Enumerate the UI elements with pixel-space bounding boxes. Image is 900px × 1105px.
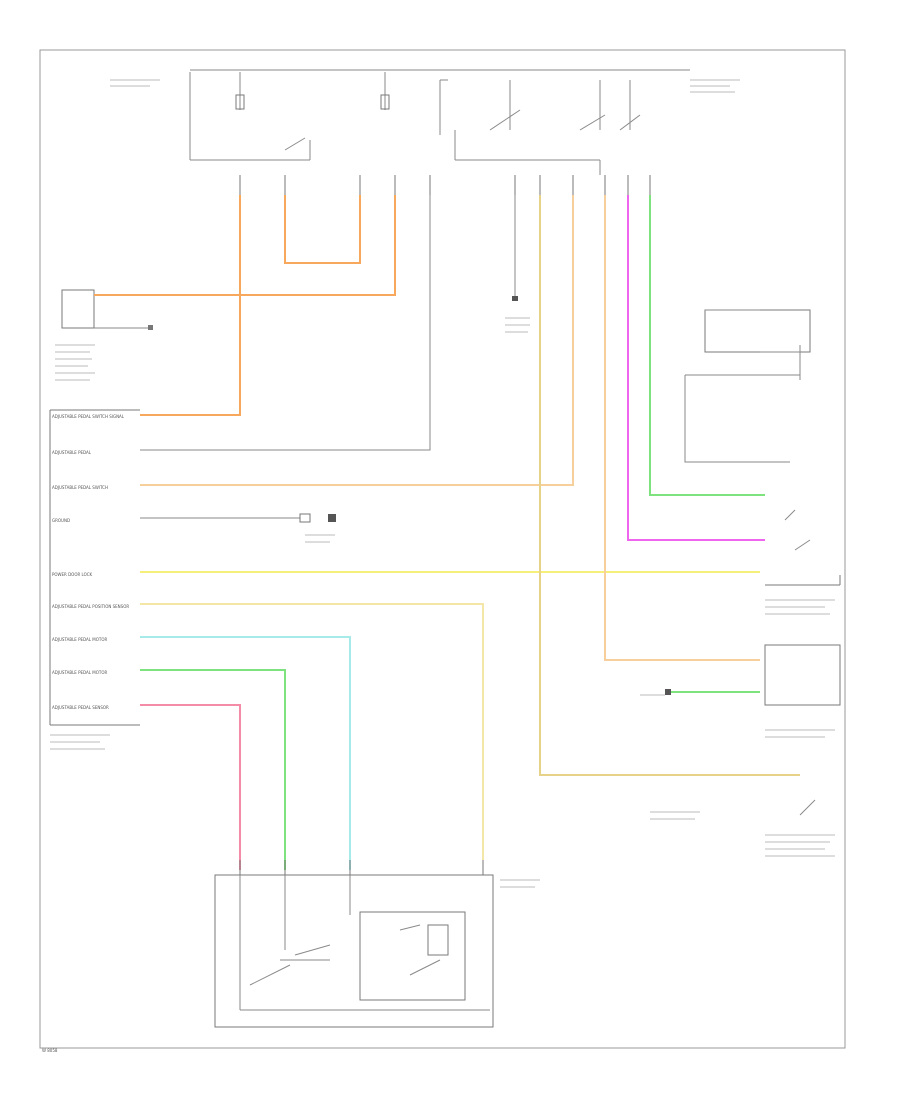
fuse-block <box>189 69 690 175</box>
pin-label-4: GROUND <box>52 518 70 523</box>
tan-wire <box>539 195 800 776</box>
figure-code: W 8058 <box>42 1048 58 1053</box>
module-pin-labels: ADJUSTABLE PEDAL SWITCH SIGNAL ADJUSTABL… <box>52 414 129 710</box>
diagram-frame <box>39 49 846 1049</box>
splice-dot <box>665 689 671 695</box>
stop-lamp-switch <box>61 289 153 330</box>
green-wire-right <box>649 195 765 496</box>
pin-label-8: ADJUSTABLE PEDAL MOTOR <box>52 670 107 675</box>
orange-right-wire <box>604 195 760 661</box>
ground-wire <box>140 513 336 523</box>
label-marks <box>50 79 835 888</box>
gray-wire-1 <box>140 195 431 451</box>
body-control-module <box>49 409 140 726</box>
pin-label-2: ADJUSTABLE PEDAL <box>52 450 92 455</box>
adjustable-pedal-assembly <box>214 860 494 1028</box>
pale-yellow-wire <box>140 603 484 860</box>
relay-ground <box>512 195 518 301</box>
magenta-wire <box>627 195 765 541</box>
pin-label-9: ADJUSTABLE PEDAL SENSOR <box>52 705 109 710</box>
pin-label-6: ADJUSTABLE PEDAL POSITION SENSOR <box>52 604 129 609</box>
pin-label-3: ADJUSTABLE PEDAL SWITCH <box>52 485 108 490</box>
pin-label-5: POWER DOOR LOCK <box>52 572 93 577</box>
pin-label-1: ADJUSTABLE PEDAL SWITCH SIGNAL <box>52 414 125 419</box>
pin-label-7: ADJUSTABLE PEDAL MOTOR <box>52 637 107 642</box>
right-components <box>684 309 841 816</box>
connector-pins <box>239 175 651 195</box>
green-wire-left <box>140 669 286 870</box>
dim-orange-wire <box>140 195 574 486</box>
orange-wires <box>94 195 396 416</box>
cyan-wire <box>140 636 351 870</box>
pink-wire <box>140 704 241 870</box>
